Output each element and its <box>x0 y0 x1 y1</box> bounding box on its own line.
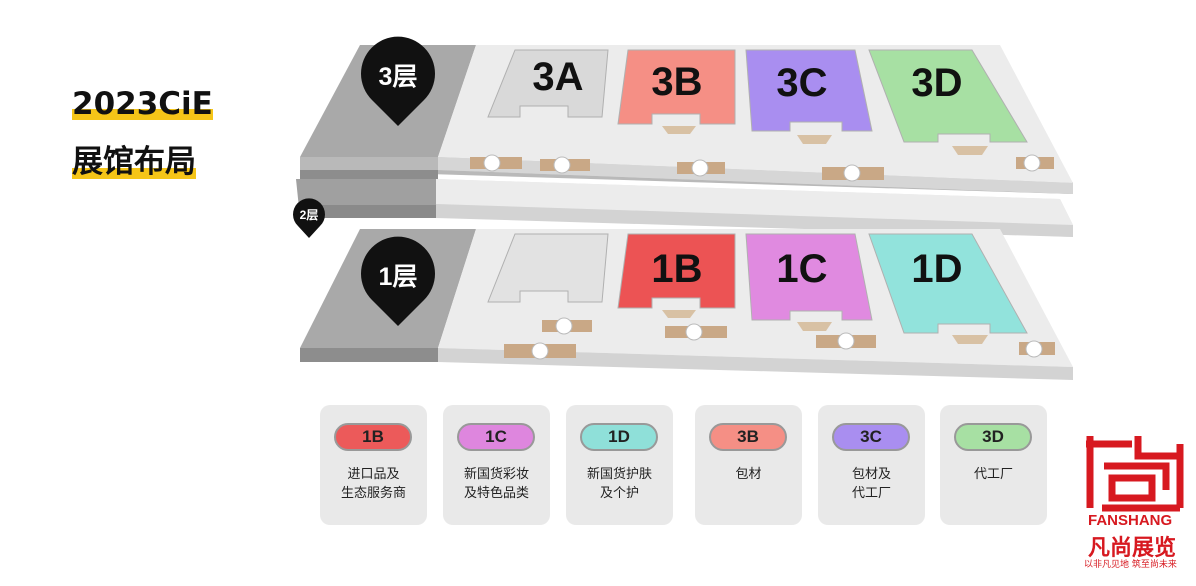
legend-description: 代工厂 <box>973 467 1013 482</box>
svg-text:1层: 1层 <box>379 263 418 291</box>
hall-1c[interactable]: 1C <box>745 233 873 331</box>
floor-3: 3A 3B 3C 3D <box>300 45 1073 194</box>
title-line-2: 展馆布局 <box>72 144 196 180</box>
svg-text:3D: 3D <box>911 61 962 105</box>
hall-3a[interactable]: 3A <box>487 49 609 118</box>
svg-text:3A: 3A <box>532 55 583 99</box>
legend-badge: 3D <box>954 423 1032 451</box>
logo-slogan: 以非凡见地 筑至尚未来 <box>1084 560 1177 570</box>
svg-text:3层: 3层 <box>379 63 418 91</box>
legend-card-1b: 1B 进口品及生态服务商 <box>320 405 427 525</box>
svg-text:3C: 3C <box>776 61 827 105</box>
svg-text:1D: 1D <box>911 247 962 291</box>
logo-english-name: FANSHANG <box>1088 512 1173 529</box>
svg-text:3B: 3B <box>651 60 702 104</box>
legend-card-1d: 1D 新国货护肤及个护 <box>566 405 673 525</box>
legend-description: 包材 <box>735 467 762 482</box>
escalator-icon <box>470 154 1054 182</box>
floor-2 <box>296 179 1073 237</box>
legend-description: 新国货彩妆及特色品类 <box>463 467 529 501</box>
legend-badge: 1B <box>334 423 412 451</box>
hall-1b[interactable]: 1B <box>617 233 736 318</box>
hall-3b[interactable]: 3B <box>617 49 736 134</box>
svg-text:1B: 1B <box>651 247 702 291</box>
logo-chinese-name: 凡尚展览 <box>1088 536 1177 561</box>
floor-marker-2[interactable]: 2层 <box>293 198 325 238</box>
escalator-icon <box>504 317 1055 360</box>
svg-text:2层: 2层 <box>300 208 319 222</box>
svg-text:1C: 1C <box>776 247 827 291</box>
floor-1: 1B 1C 1D <box>300 229 1073 380</box>
legend-badge: 3B <box>709 423 787 451</box>
fanshang-logo: FANSHANG 凡尚展览 以非凡见地 筑至尚未来 <box>1082 430 1188 570</box>
legend-badge: 1C <box>457 423 535 451</box>
floor-marker-3[interactable]: 3层 <box>360 36 435 126</box>
title-line-1: 2023CiE <box>72 86 213 122</box>
floor-marker-1[interactable]: 1层 <box>360 236 435 326</box>
legend-badge: 1D <box>580 423 658 451</box>
legend-description: 包材及代工厂 <box>851 467 891 501</box>
legend-description: 新国货护肤及个护 <box>586 467 652 501</box>
legend-card-3d: 3D 代工厂 <box>940 405 1047 525</box>
legend-description: 进口品及生态服务商 <box>340 467 406 501</box>
hall-3c[interactable]: 3C <box>745 49 873 144</box>
legend-card-3c: 3C 包材及代工厂 <box>818 405 925 525</box>
hall-1d[interactable]: 1D <box>868 233 1028 344</box>
hall-1a[interactable] <box>487 233 609 303</box>
legend-badge: 3C <box>832 423 910 451</box>
hall-3d[interactable]: 3D <box>868 49 1028 155</box>
legend-card-1c: 1C 新国货彩妆及特色品类 <box>443 405 550 525</box>
logo-mark-icon <box>1086 436 1184 512</box>
legend-card-3b: 3B 包材 <box>695 405 802 525</box>
